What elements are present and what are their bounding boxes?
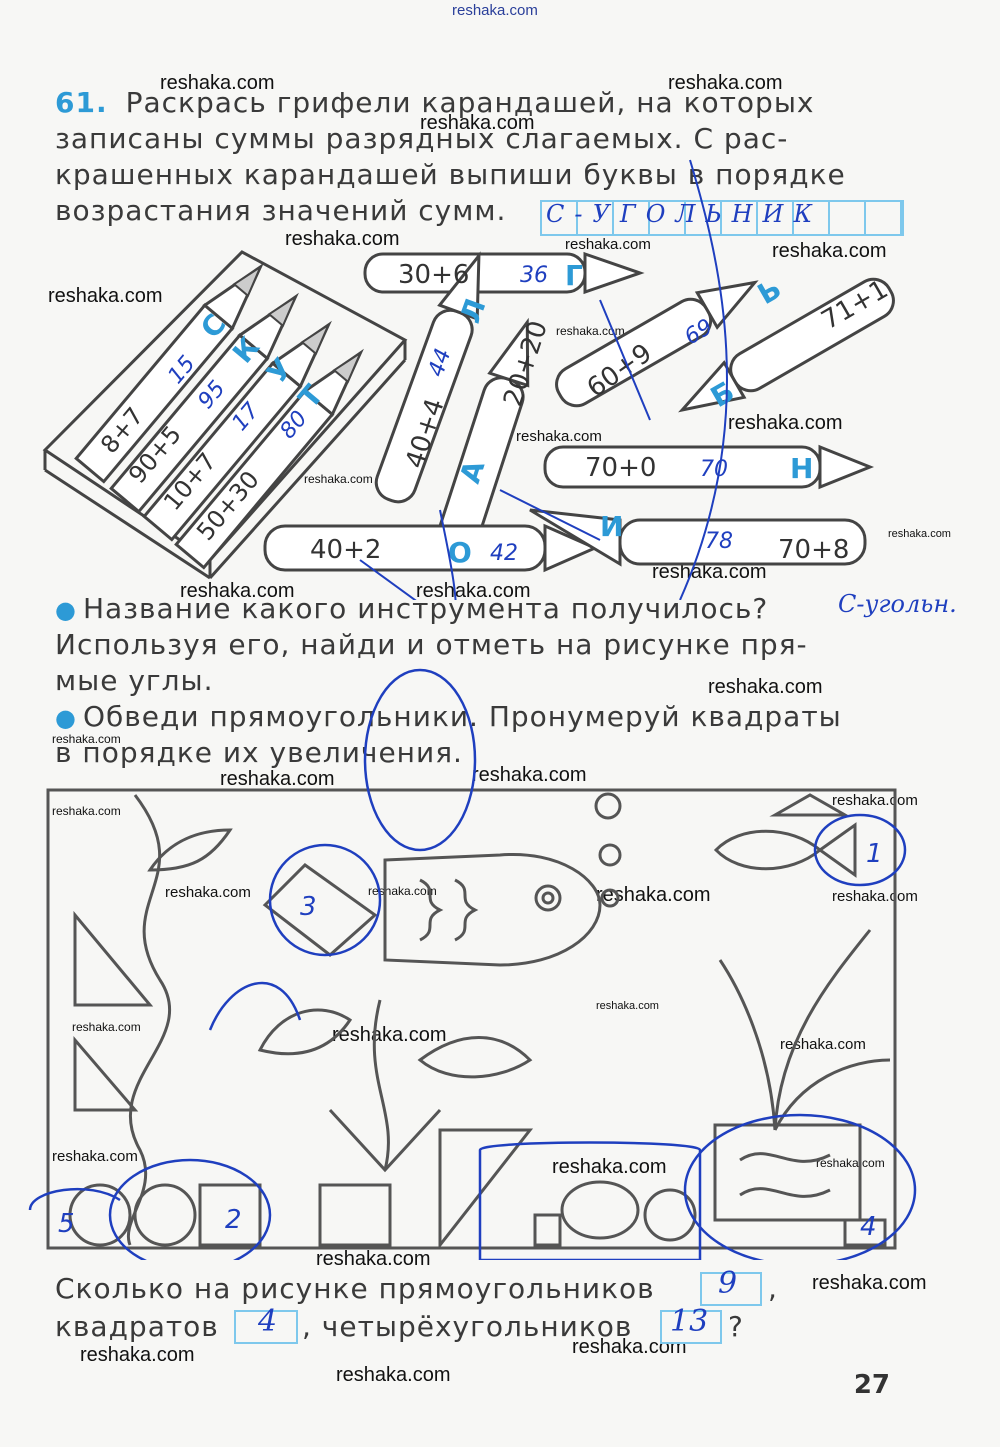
watermark: reshaka.com [180,580,295,602]
page-number: 27 [853,1370,890,1400]
figure-number-4: 4 [860,1212,877,1242]
letter-i: И [600,510,623,543]
task-line-4: возрастания значений сумм. [55,194,507,227]
watermark: reshaka.com [565,236,651,253]
small-square [198,1183,262,1247]
letter-n: Н [790,452,813,485]
picture-frame [46,788,897,1250]
watermark: reshaka.com [316,1248,431,1270]
question-1-line-1: ●Название какого инструмента получилось? [55,592,769,625]
pencil-i [529,508,867,567]
squares-answer-box[interactable] [234,1310,298,1344]
letter-g: Г [565,259,583,292]
task-number: 61. [55,86,108,119]
question-2-line-2: в порядке их увеличения. [55,736,463,769]
watermark: reshaka.com [772,240,887,262]
expr-g: 30+6 [398,260,469,290]
watermark: reshaka.com [332,1024,447,1046]
watermark: reshaka.com [52,1148,138,1165]
watermark: reshaka.com [72,1020,141,1034]
pencils-illustration: 30+6 71+1 60+9 20+20 40+4 70+0 40+2 70+8… [42,159,895,600]
figure-number-3: 3 [300,892,317,922]
answer-word: С-УГОЛЬНИК [546,200,823,228]
watermark: reshaka.com [416,580,531,602]
watermark: reshaka.com [160,72,275,94]
watermark-top: reshaka.com [452,2,538,19]
question-1-answer: С-угольн. [838,590,957,618]
answer-cells [540,200,904,236]
watermark: reshaka.com [472,764,587,786]
count-line-2a: квадратов [55,1310,219,1343]
watermark: reshaka.com [728,412,843,434]
value-g: 36 [520,263,548,288]
count-line-2b: , четырёхугольников [302,1310,633,1343]
question-2-line-1: ●Обведи прямоугольники. Пронумеруй квадр… [55,700,842,733]
count-qmark: ? [728,1310,744,1343]
watermark: reshaka.com [516,428,602,445]
question-1-line-3: мые углы. [55,664,214,697]
count-line-1: Сколько на рисунке прямоугольников [55,1272,655,1305]
value-o: 42 [490,541,518,566]
bullet-icon: ● [55,704,77,732]
figure-number-1: 1 [866,839,883,869]
bullet-icon: ● [55,596,77,624]
watermark: reshaka.com [596,884,711,906]
pencil-soft-sign [678,277,895,413]
watermark: reshaka.com [220,768,335,790]
watermark: reshaka.com [420,112,535,134]
box-pencil-2 [109,292,299,514]
watermark: reshaka.com [596,1000,659,1012]
hand-lines [359,159,728,600]
figure-number-5: 5 [58,1209,75,1239]
quadrilaterals-answer: 13 [670,1304,709,1339]
quadrilaterals-answer-box[interactable] [660,1310,722,1344]
watermark: reshaka.com [552,1156,667,1178]
watermark: reshaka.com [556,324,625,338]
question-1-line-2: Используя его, найди и отметь на рисунке… [55,628,808,661]
watermark: reshaka.com [80,1344,195,1366]
task-line-2: записаны суммы разрядных слагаемых. С ра… [55,122,789,155]
watermark: reshaka.com [52,732,121,746]
watermark: reshaka.com [652,561,767,583]
watermark: reshaka.com [888,528,951,540]
pencil-n [543,444,875,490]
squares-answer: 4 [258,1304,278,1339]
watermark: reshaka.com [668,72,783,94]
watermark: reshaka.com [816,1156,885,1170]
watermark: reshaka.com [780,1036,866,1053]
fish-eye [534,884,562,912]
watermark: reshaka.com [165,884,251,901]
watermark: reshaka.com [48,285,163,307]
letter-o: О [448,536,472,569]
expr-o: 40+2 [310,535,381,565]
watermark: reshaka.com [812,1272,927,1294]
box-pencil-4 [174,348,364,570]
expr-i: 70+8 [778,535,849,565]
picture-annotations [28,668,917,1260]
watermark: reshaka.com [52,804,121,818]
pencil-b [555,280,759,408]
watermark: reshaka.com [336,1364,451,1386]
task-line-3: крашенных карандашей выпиши буквы в поря… [55,158,846,191]
pencil-o [263,523,599,573]
watermark: reshaka.com [572,1336,687,1358]
pencil-a [434,317,530,563]
figure-number-2: 2 [225,1205,242,1235]
box-pencil-3 [142,320,332,542]
expr-n: 70+0 [585,453,656,483]
watermark: reshaka.com [304,472,373,486]
value-i: 78 [705,529,733,554]
task-line-1: 61.Раскрась грифели карандашей, на котор… [55,86,815,119]
pencil-l [374,251,481,504]
watermark: reshaka.com [285,228,400,250]
rectangles-answer: 9 [718,1266,738,1301]
rectangles-answer-box[interactable] [700,1272,762,1306]
value-n: 70 [700,457,728,482]
count-comma: , [768,1272,778,1305]
box-pencil-1 [74,262,264,484]
watermark: reshaka.com [708,676,823,698]
geometric-picture: 1 2 3 4 5 [28,668,917,1260]
